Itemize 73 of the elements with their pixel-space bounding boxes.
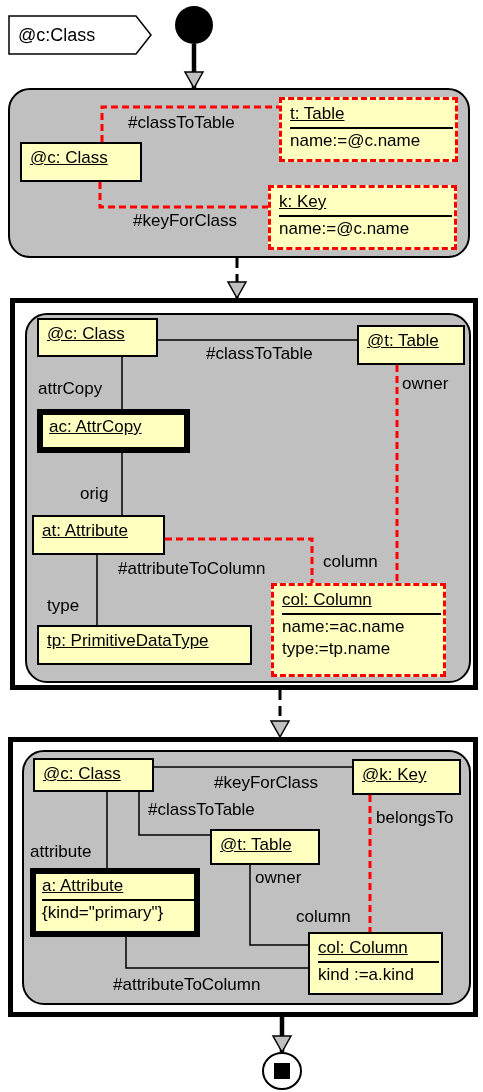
link-line <box>98 182 268 209</box>
link-line <box>157 339 358 341</box>
edge-label: #keyForClass <box>133 211 237 231</box>
attribute-assignment: name:=@c.name <box>279 218 410 240</box>
object-box <box>308 932 443 995</box>
edge-label: attrCopy <box>38 379 103 399</box>
role-label: column <box>296 907 351 927</box>
object-name: a: Attribute <box>42 875 124 897</box>
edge-label: orig <box>80 484 109 504</box>
object-name: @c: Class <box>30 147 108 169</box>
attribute-assignment: {kind="primary"} <box>42 902 164 924</box>
object-name: @k: Key <box>362 764 427 786</box>
object-name: k: Key <box>279 191 327 213</box>
attribute-assignment: kind :=a.kind <box>318 964 414 986</box>
object-name: tp: PrimitiveDataType <box>47 630 209 652</box>
object-name: @c: Class <box>47 323 125 345</box>
edge-label: type <box>47 596 80 616</box>
role-label: column <box>323 552 378 572</box>
activity-box <box>8 88 470 258</box>
edge-label: #classToTable <box>206 344 313 364</box>
object-name: col: Column <box>282 589 372 611</box>
link-line <box>249 864 309 946</box>
created-object-box <box>268 185 457 250</box>
transition-arrow <box>270 690 290 738</box>
object-name: col: Column <box>318 937 408 959</box>
object-box <box>352 759 461 795</box>
edge-label: #attributeToColumn <box>118 559 266 579</box>
object-box <box>37 318 158 357</box>
object-box <box>210 829 320 865</box>
link-line <box>125 936 309 969</box>
link-line <box>368 795 372 932</box>
attribute-assignment: type:=tp.name <box>282 638 391 660</box>
link-line <box>100 105 279 142</box>
object-name: @t: Table <box>220 834 292 856</box>
final-node <box>262 1052 302 1090</box>
link-line <box>121 452 123 516</box>
created-object-box <box>271 583 446 677</box>
parameter-tag <box>8 15 152 55</box>
transition-arrow <box>227 258 247 299</box>
object-name: @t: Table <box>367 330 439 352</box>
created-object-box <box>279 97 458 162</box>
transition-arrow <box>184 44 204 89</box>
edge-label: #attributeToColumn <box>113 975 261 995</box>
object-box <box>37 625 252 665</box>
object-box <box>33 758 154 792</box>
object-name: ac: AttrCopy <box>49 416 142 438</box>
link-line <box>153 766 353 768</box>
object-name: @c: Class <box>43 763 121 785</box>
attribute-assignment: name:=ac.name <box>282 616 405 638</box>
edge-label: owner <box>402 374 449 394</box>
object-box <box>32 515 165 555</box>
attribute-assignment: name:=@c.name <box>290 130 421 152</box>
edge-label: #keyForClass <box>214 773 318 793</box>
edge-label: #classToTable <box>148 800 255 820</box>
edge-label: attribute <box>30 842 92 862</box>
link-line <box>121 356 123 410</box>
object-box <box>37 409 190 453</box>
link-line <box>96 554 98 626</box>
link-line <box>395 365 399 583</box>
parameter-text: @c:Class <box>18 24 96 46</box>
edge-label: belongsTo <box>376 808 454 828</box>
object-box <box>30 868 200 937</box>
link-line <box>165 537 314 583</box>
object-name: at: Attribute <box>42 520 128 542</box>
link-line <box>138 791 211 836</box>
start-node <box>175 6 213 44</box>
object-name: t: Table <box>290 103 345 125</box>
link-line <box>106 791 108 869</box>
transition-arrow <box>272 1017 292 1053</box>
object-box <box>20 142 142 182</box>
edge-label: #classToTable <box>128 113 235 133</box>
edge-label: owner <box>255 868 302 888</box>
object-box <box>357 325 465 365</box>
